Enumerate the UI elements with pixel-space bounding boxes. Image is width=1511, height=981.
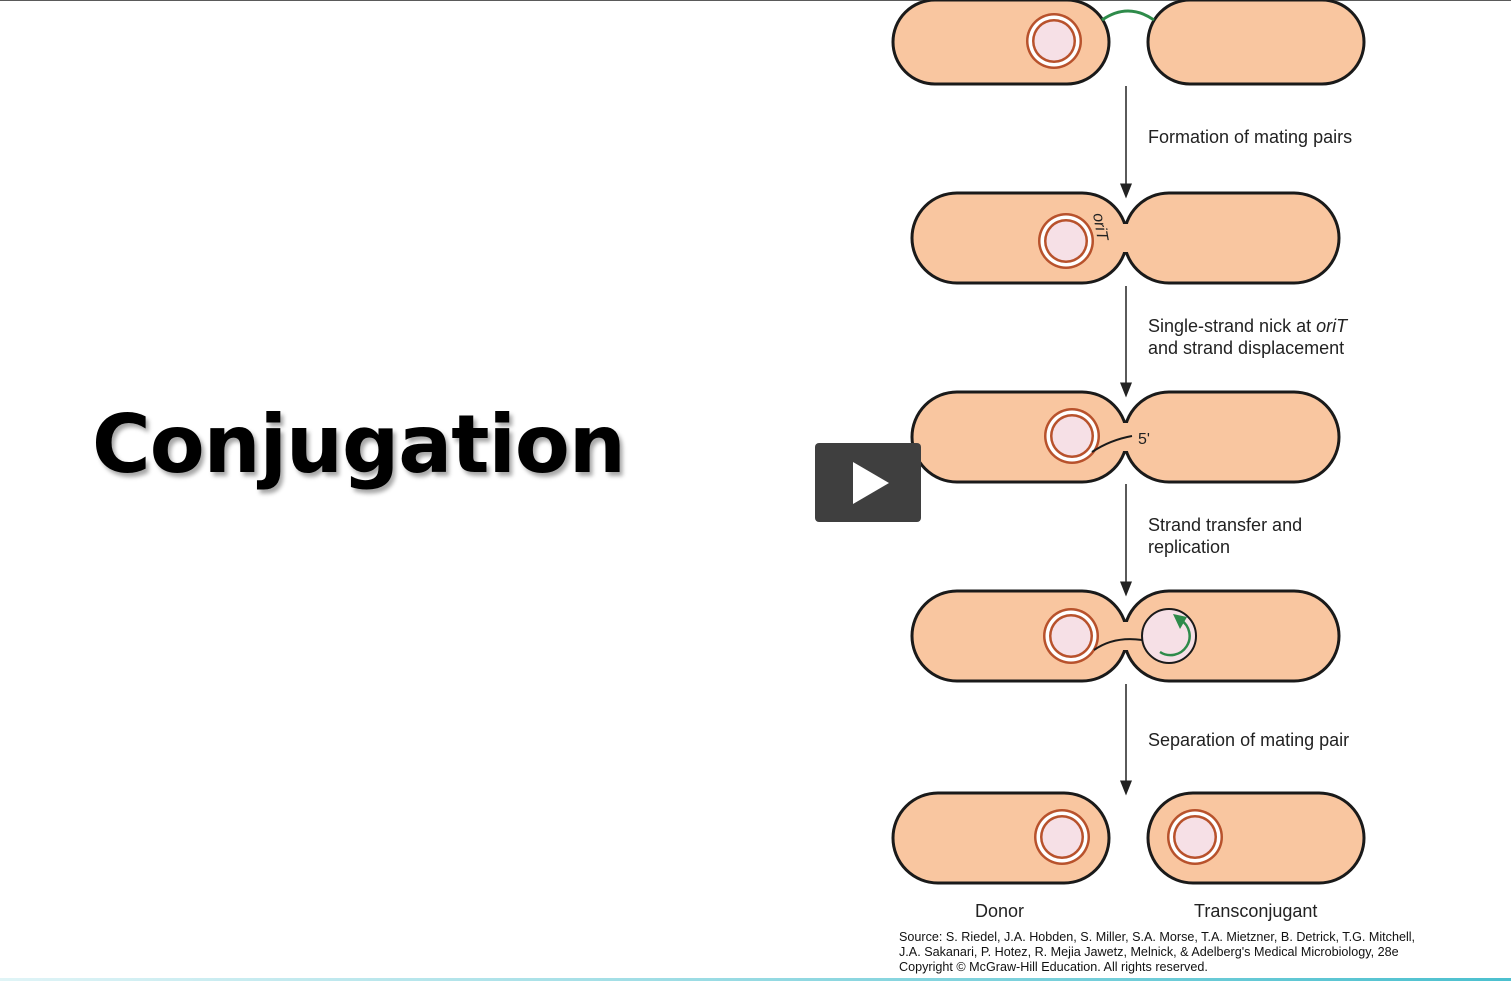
step-label-nick-prefix: Single-strand nick at xyxy=(1148,316,1317,336)
play-button[interactable] xyxy=(815,443,921,522)
orit-label: oriT xyxy=(1089,212,1111,243)
step-label-nick-line2: and strand displacement xyxy=(1148,338,1345,358)
top-border xyxy=(0,0,1511,1)
step-label-separation: Separation of mating pair xyxy=(1148,730,1350,750)
cell-row1-recipient xyxy=(1146,0,1366,86)
source-line1: Source: S. Riedel, J.A. Hobden, S. Mille… xyxy=(899,930,1416,944)
step-label-transfer: Strand transfer and replication xyxy=(1148,514,1302,558)
pilus xyxy=(1101,9,1155,22)
slide-title: Conjugation xyxy=(92,398,626,491)
source-line2: J.A. Sakanari, P. Hotez, R. Mejia Jawetz… xyxy=(899,945,1399,959)
five-prime-label: 5' xyxy=(1138,431,1150,448)
play-icon xyxy=(853,462,889,504)
transconjugant-label: Transconjugant xyxy=(1194,901,1318,921)
transfer-strand xyxy=(1093,638,1143,651)
step-label-transfer-line1: Strand transfer and xyxy=(1148,515,1303,535)
cell-row2-recipient xyxy=(1122,191,1341,285)
source-citation: Source: S. Riedel, J.A. Hobden, S. Mille… xyxy=(899,930,1415,975)
replication-arrow-icon xyxy=(1159,618,1191,657)
step-label-formation: Formation of mating pairs xyxy=(1148,127,1353,147)
step-label-transfer-line2: replication xyxy=(1148,537,1231,557)
cell-row3-recipient xyxy=(1122,390,1341,484)
displaced-strand xyxy=(1091,435,1133,453)
donor-label: Donor xyxy=(975,901,1025,921)
bottom-rule xyxy=(0,978,1511,981)
source-line3: Copyright © McGraw-Hill Education. All r… xyxy=(899,960,1208,974)
step-label-nick-orit: oriT xyxy=(1316,316,1348,336)
step-label-nick: Single-strand nick at oriT and strand di… xyxy=(1148,315,1347,359)
